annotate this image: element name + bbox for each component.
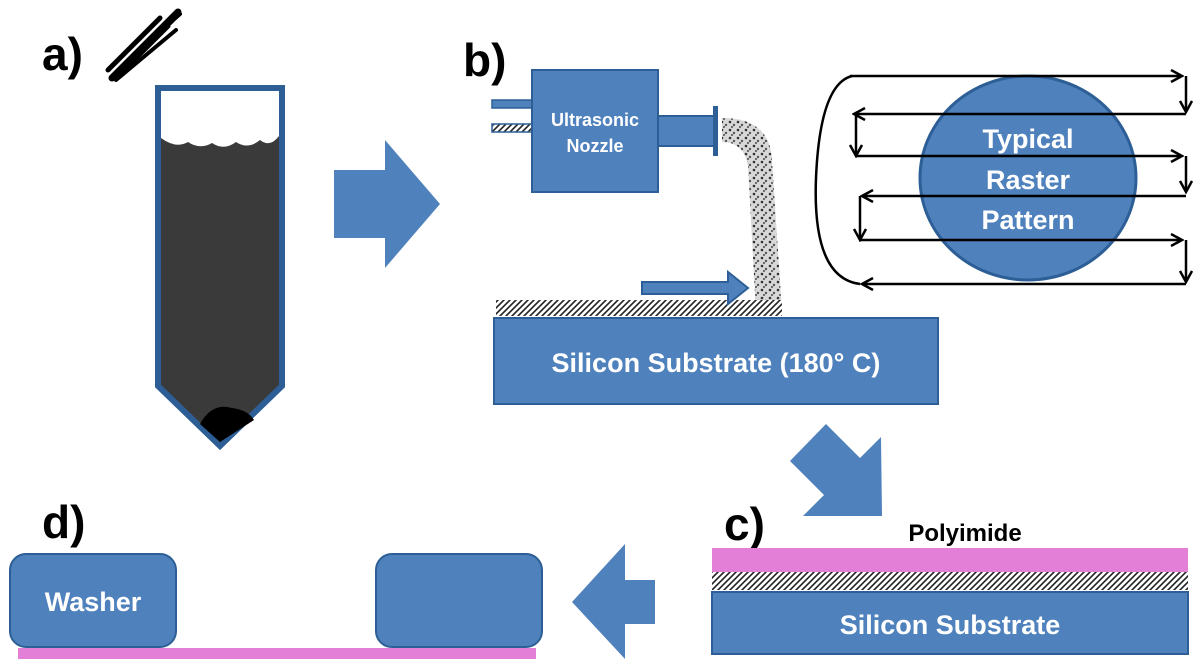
ultrasonic-nozzle [531,69,659,193]
silicon-substrate [711,591,1189,655]
substrate-label: Silicon Substrate [840,610,1061,640]
sediment [200,406,254,442]
nozzle-outlet [713,106,718,156]
arrow-a-to-b [334,140,440,268]
nozzle-label-line1: Ultrasonic [551,110,639,130]
motion-arrow [641,269,750,307]
raster-label-line3: Pattern [981,205,1074,235]
heated-substrate-label: Silicon Substrate (180° C) [552,348,881,378]
raster-pattern: Typical Raster Pattern [814,74,1186,286]
arrow-b-to-c [790,424,882,516]
vial-headspace [161,91,279,147]
panel-b-label: b) [463,34,506,86]
washer-label: Washer [45,587,142,617]
nozzle-label-line2: Nozzle [566,136,623,156]
released-film [18,648,536,659]
raster-label-line1: Typical [982,124,1073,154]
washer-left [9,553,177,648]
polyimide-label: Polyimide [908,520,1021,547]
vial-body [155,85,285,451]
heated-silicon-substrate [493,317,939,405]
arrow-c-to-d [572,544,655,659]
panel-a-label: a) [42,28,83,80]
washer-right [375,553,543,648]
raster-label-line2: Raster [986,165,1071,195]
panel-c-label: c) [724,498,765,550]
nanotube-bundle-icon [105,8,182,82]
raster-return-path [814,74,861,286]
panel-d-label: d) [42,496,85,548]
nozzle-tip [657,115,715,147]
nanotube-film-layer [712,572,1188,590]
deposited-film [496,300,782,316]
nozzle-inlets [491,99,533,133]
spray-plume [722,118,782,312]
vial [155,85,285,451]
polyimide-layer [712,548,1188,572]
